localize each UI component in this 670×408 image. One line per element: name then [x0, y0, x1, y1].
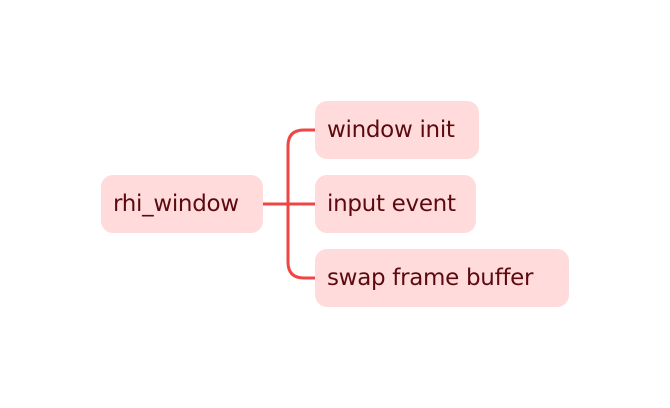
node-label: rhi_window [113, 191, 239, 217]
node-rhi-window[interactable]: rhi_window [101, 175, 263, 233]
node-label: window init [327, 117, 455, 143]
edge-to-window-init [286, 128, 317, 206]
edge-to-swap-frame-buffer [286, 202, 317, 280]
node-swap-frame-buffer[interactable]: swap frame buffer [315, 249, 569, 307]
node-input-event[interactable]: input event [315, 175, 476, 233]
node-label: swap frame buffer [327, 265, 534, 291]
node-label: input event [327, 191, 456, 217]
node-window-init[interactable]: window init [315, 101, 479, 159]
